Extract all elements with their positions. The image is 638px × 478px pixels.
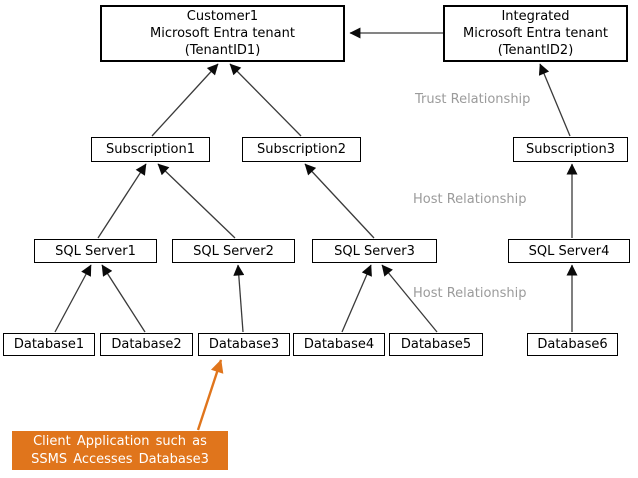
callout-line1: Client Application such as: [33, 433, 207, 449]
node-sql-server4: SQL Server4: [508, 239, 630, 263]
arrow-db4-to-sql3: [341, 264, 372, 333]
host-relationship-label-lower: Host Relationship: [413, 286, 527, 301]
arrow-db1-to-sql1: [54, 264, 92, 333]
tenant2-type: Microsoft Entra tenant: [463, 26, 608, 41]
node-customer1-tenant: Customer1 Microsoft Entra tenant (Tenant…: [100, 5, 345, 62]
node-subscription1: Subscription1: [91, 137, 210, 162]
callout-line2: SSMS Accesses Database3: [31, 451, 209, 467]
node-integrated-tenant: Integrated Microsoft Entra tenant (Tenan…: [443, 5, 628, 62]
tenant1-name: Customer1: [186, 9, 259, 24]
node-sql-server2: SQL Server2: [172, 239, 295, 263]
node-database5: Database5: [389, 333, 483, 356]
arrow-client-to-db3: [196, 359, 224, 431]
node-sql-server1: SQL Server1: [34, 239, 157, 263]
node-database2: Database2: [100, 333, 193, 356]
arrow-sql3-to-sub2: [304, 163, 375, 239]
node-sql-server3: SQL Server3: [312, 239, 437, 263]
node-database1: Database1: [3, 333, 95, 356]
host-relationship-label-upper: Host Relationship: [413, 192, 527, 207]
tenant2-id: (TenantID2): [497, 43, 574, 58]
node-subscription2: Subscription2: [242, 137, 361, 162]
node-database3: Database3: [198, 333, 290, 356]
tenant1-id: (TenantID1): [184, 43, 261, 58]
arrow-sub3-to-tenant2: [538, 63, 571, 137]
arrow-sql1-to-sub1: [97, 163, 147, 239]
node-database6: Database6: [527, 333, 618, 356]
arrow-sub1-to-tenant1: [151, 63, 219, 137]
arrow-db3-to-sql2: [233, 264, 245, 333]
arrow-sql2-to-sub1: [157, 163, 236, 239]
tenant1-type: Microsoft Entra tenant: [150, 26, 295, 41]
node-database4: Database4: [293, 333, 385, 356]
node-subscription3: Subscription3: [513, 137, 628, 162]
client-application-callout: Client Application such as SSMS Accesses…: [12, 431, 228, 470]
arrow-sub2-to-tenant1: [229, 63, 302, 137]
tenant2-name: Integrated: [501, 9, 570, 24]
trust-relationship-label: Trust Relationship: [415, 92, 531, 107]
arrow-db2-to-sql1: [101, 264, 146, 333]
